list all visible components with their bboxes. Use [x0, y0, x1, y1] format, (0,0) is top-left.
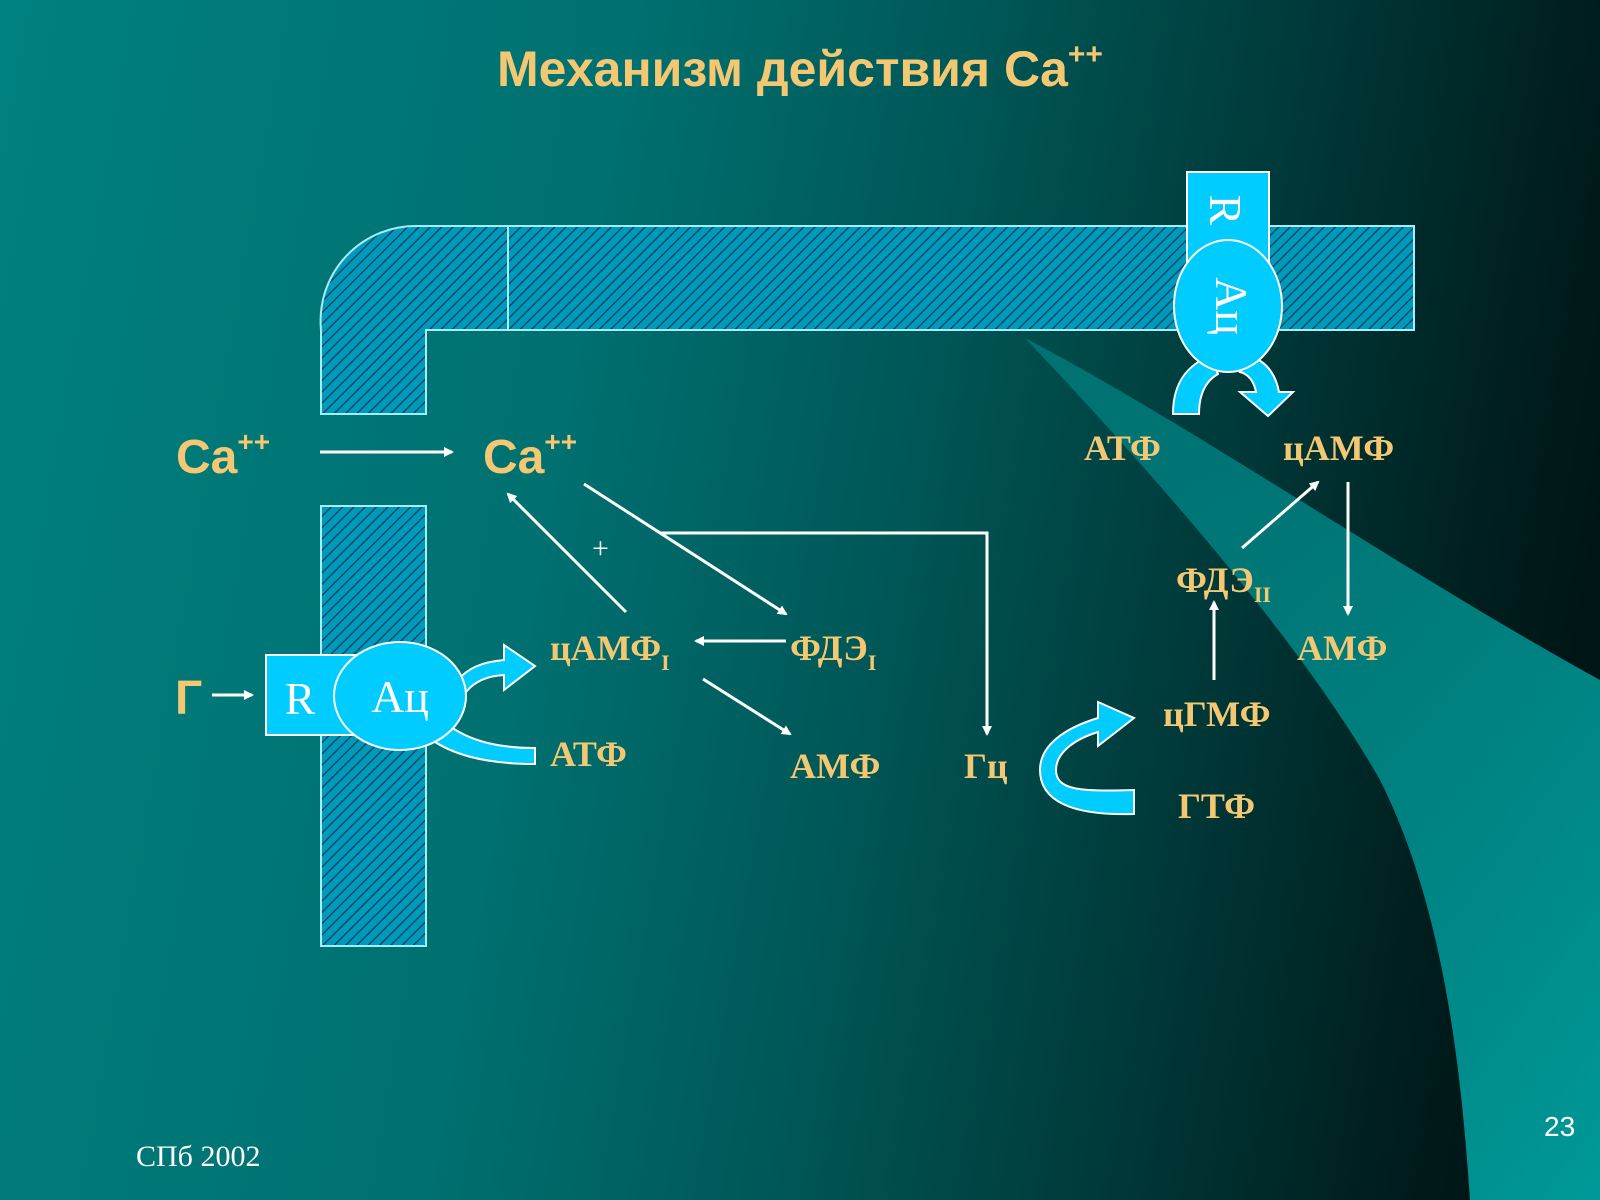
footer-text: СПб 2002 — [136, 1140, 260, 1173]
ca-outside-label: Ca++ — [176, 426, 270, 484]
membrane-corner — [319, 224, 509, 415]
arrow-camp1-to-ca — [506, 492, 628, 614]
curved-arrow-gtp-to-cgmp — [1038, 700, 1136, 816]
hormone-label: Г — [175, 672, 202, 725]
arrow-ca-to-gc — [660, 531, 992, 736]
curved-arrow-left-atp — [430, 718, 536, 766]
amp-right-label: АМФ — [1297, 628, 1387, 668]
adenylate-cyclase-left — [333, 641, 467, 751]
ca-inside-label: Ca++ — [483, 426, 577, 484]
camp-right-label: цАМФ — [1283, 428, 1394, 468]
adenylate-cyclase-top-label: Aц — [1206, 277, 1257, 335]
adenylate-cyclase-top — [1173, 239, 1283, 373]
background-light-wedge — [1025, 338, 1600, 1200]
receptor-left-label: R — [285, 673, 316, 724]
atp-left-label: АТФ — [550, 734, 627, 774]
adenylate-cyclase-left-label: Aц — [371, 671, 429, 722]
curved-arrow-left-camp — [456, 643, 537, 694]
curved-arrow-top-camp — [1237, 354, 1296, 418]
arrow-pde2-to-camp — [1241, 480, 1320, 550]
slide-title: Механизм действия Ca++ — [497, 38, 1103, 97]
arrows — [212, 447, 1353, 736]
pde1-label: ФДЭI — [790, 628, 876, 675]
pde2-label: ФДЭII — [1176, 560, 1271, 607]
atp-right-label: АТФ — [1084, 428, 1161, 468]
camp1-label: цАМФI — [550, 628, 670, 675]
receptor-top-label: R — [1200, 195, 1251, 226]
gtp-label: ГТФ — [1178, 786, 1255, 826]
cgmp-label: цГМФ — [1163, 694, 1271, 734]
gc-label: Гц — [964, 746, 1008, 786]
arrow-camp1-to-amp — [702, 677, 792, 736]
arrow-ca-to-pde1 — [583, 482, 788, 616]
page-number: 23 — [1544, 1111, 1575, 1142]
plus-sign: + — [592, 532, 609, 565]
amp-left-label: АМФ — [790, 746, 880, 786]
